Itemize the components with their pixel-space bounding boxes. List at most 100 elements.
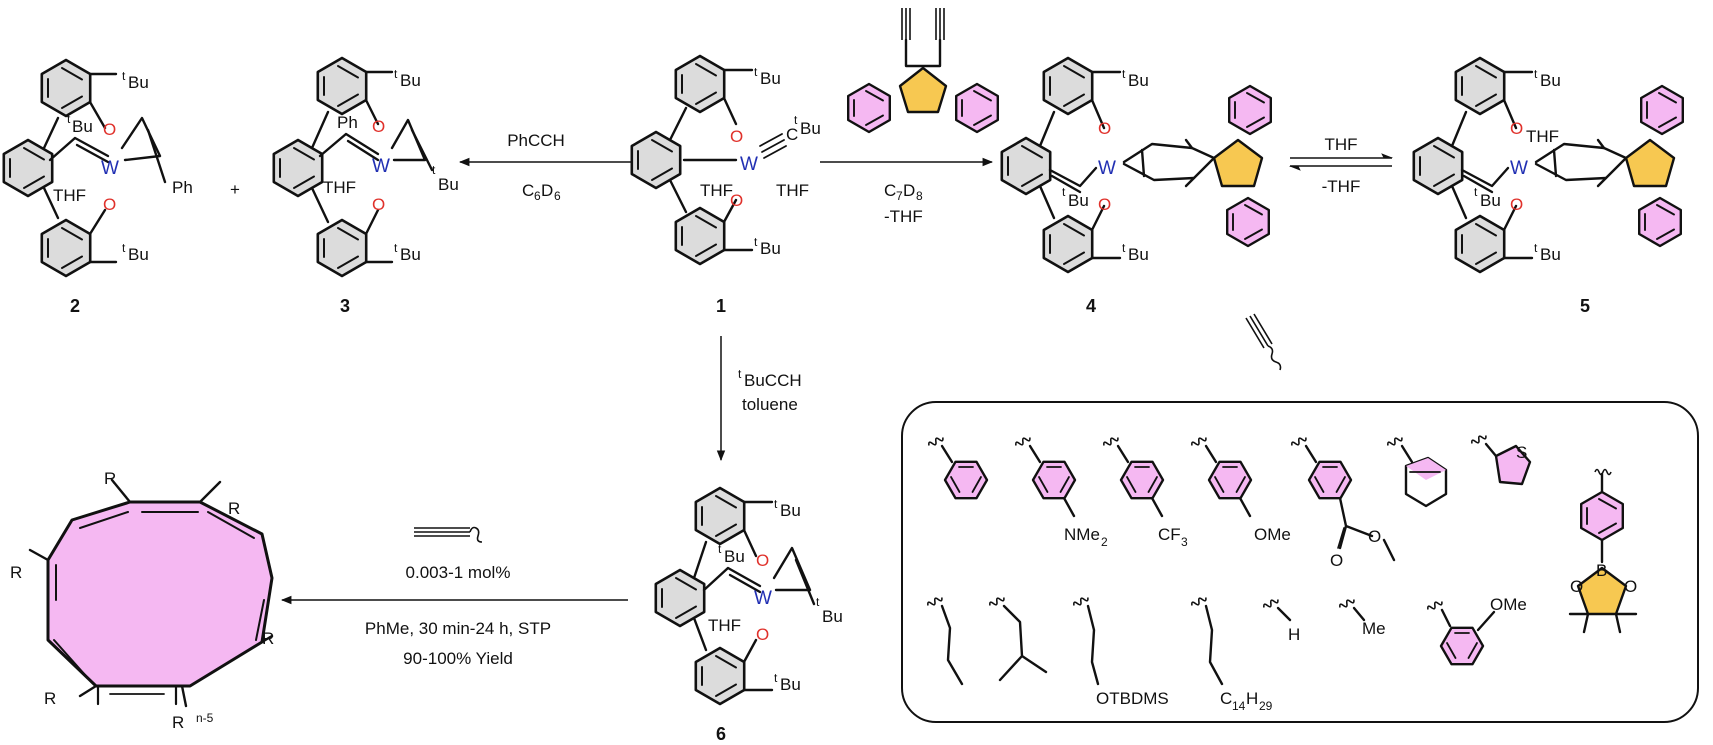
oxygen-atom: O bbox=[372, 117, 385, 136]
phenyl-label: Ph bbox=[337, 113, 358, 132]
substrate-thienyl: S bbox=[1469, 432, 1532, 486]
tbu-label: Bu bbox=[72, 117, 93, 136]
repeat-unit-index: n-5 bbox=[196, 711, 214, 725]
tungsten-atom: W bbox=[754, 588, 772, 609]
r-group: R bbox=[10, 563, 22, 582]
carbon-atom: C bbox=[786, 125, 798, 144]
tbu-label: Bu bbox=[400, 245, 421, 264]
equilibrium-forward: THF bbox=[1324, 135, 1357, 154]
compound-4: O O W t Bu t Bu t Bu 4 bbox=[1000, 56, 1273, 316]
tungsten-atom: W bbox=[372, 156, 390, 177]
c14-sub: 14 bbox=[1232, 699, 1246, 713]
tbu-label: Bu bbox=[438, 175, 459, 194]
oxygen-label: O bbox=[1330, 551, 1343, 570]
tbu-t: t bbox=[1474, 185, 1478, 199]
tungsten-atom: W bbox=[1098, 158, 1116, 179]
oxygen-atom: O bbox=[730, 191, 743, 210]
tbu-label: Bu bbox=[128, 245, 149, 264]
thf-label: THF bbox=[700, 181, 733, 200]
phenyl-label: Ph bbox=[172, 178, 193, 197]
substrate-isobutyl bbox=[987, 594, 1048, 682]
tbu-t: t bbox=[1062, 185, 1066, 199]
tbu-t: t bbox=[774, 671, 778, 685]
substrate-dimethylaminophenyl: NMe 2 bbox=[1013, 434, 1108, 549]
tbu-label: Bu bbox=[128, 73, 149, 92]
substrate-boronate-phenyl: B O O bbox=[1568, 468, 1637, 634]
tbu-t: t bbox=[122, 69, 126, 83]
substrate-long-alkyl: C 14 H 29 bbox=[1189, 594, 1273, 713]
arrow-1-to-6: t BuCCH toluene bbox=[716, 336, 802, 462]
substrate-phenyl bbox=[926, 434, 989, 500]
nme2-label: NMe bbox=[1064, 525, 1100, 544]
tbu-label: Bu bbox=[1128, 245, 1149, 264]
oxygen-atom: O bbox=[1098, 195, 1111, 214]
equilibrium-reverse: -THF bbox=[1322, 177, 1361, 196]
arrow-6-to-polymer: 0.003-1 mol% PhMe, 30 min-24 h, STP 90-1… bbox=[280, 526, 628, 668]
tbu-label: Bu bbox=[780, 501, 801, 520]
c14-h: H bbox=[1246, 689, 1258, 708]
r-group: R bbox=[104, 469, 116, 488]
tbu-t: t bbox=[754, 235, 758, 249]
substrate-methyl: Me bbox=[1337, 596, 1386, 638]
equilibrium-4-5: THF -THF bbox=[1288, 135, 1394, 196]
substrate-trifluoromethylphenyl: CF 3 bbox=[1101, 434, 1188, 549]
terminal-alkyne-icon bbox=[1245, 313, 1282, 371]
oxygen-atom: O bbox=[103, 195, 116, 214]
tbu-t: t bbox=[122, 241, 126, 255]
tbu-t: t bbox=[774, 497, 778, 511]
plus-sign: + bbox=[230, 180, 240, 199]
methyl-label: Me bbox=[1362, 619, 1386, 638]
tbu-label: Bu bbox=[822, 607, 843, 626]
sulfur-atom: S bbox=[1516, 443, 1527, 462]
thf-label: THF bbox=[1526, 127, 1559, 146]
tbu-label: Bu bbox=[1480, 191, 1501, 210]
tbu-t: t bbox=[816, 595, 820, 609]
compound-label-2: 2 bbox=[70, 296, 80, 316]
solvent-toluene: toluene bbox=[742, 395, 798, 414]
compound-label-4: 4 bbox=[1086, 296, 1096, 316]
solvent-d: D bbox=[903, 181, 915, 200]
solvent-sub: 8 bbox=[916, 189, 923, 203]
tbu-t: t bbox=[1122, 241, 1126, 255]
tbu-t: t bbox=[432, 163, 436, 177]
cf3-label: CF bbox=[1158, 525, 1181, 544]
ome-label: OMe bbox=[1254, 525, 1291, 544]
diyne-fluorene-reagent bbox=[847, 8, 999, 134]
thf-label: THF bbox=[323, 178, 356, 197]
substrate-otbdms: OTBDMS bbox=[1071, 594, 1169, 708]
tbu-t: t bbox=[718, 542, 722, 556]
tbu-t: t bbox=[1122, 67, 1126, 81]
solvent-sub: 7 bbox=[896, 189, 903, 203]
oxygen-atom: O bbox=[730, 127, 743, 146]
cf3-sub: 3 bbox=[1181, 535, 1188, 549]
tbu-t: t bbox=[754, 65, 758, 79]
tbu-label: Bu bbox=[780, 675, 801, 694]
tungsten-atom: W bbox=[740, 154, 758, 175]
solvent-c: C bbox=[522, 181, 534, 200]
tbu-label: Bu bbox=[760, 69, 781, 88]
solvent-sub: 6 bbox=[554, 189, 561, 203]
oxygen-atom: O bbox=[1510, 119, 1523, 138]
boron-atom: B bbox=[1596, 561, 1607, 580]
r-group: R bbox=[172, 713, 184, 732]
tbu-t: t bbox=[1534, 241, 1538, 255]
tungsten-atom: W bbox=[1510, 158, 1528, 179]
compound-label-6: 6 bbox=[716, 724, 726, 744]
oxygen-atom: O bbox=[1098, 119, 1111, 138]
catalyst-loading: 0.003-1 mol% bbox=[406, 563, 511, 582]
thf-label: THF bbox=[776, 181, 809, 200]
oxygen-label: O bbox=[1368, 527, 1381, 546]
compound-label-3: 3 bbox=[340, 296, 350, 316]
reagent-t: t bbox=[738, 367, 742, 381]
substrate-ester-phenyl: O O bbox=[1289, 434, 1396, 570]
cyclic-polymer: R R R R R R n-5 bbox=[10, 469, 274, 732]
tbu-t: t bbox=[394, 241, 398, 255]
oxygen-atom: O bbox=[372, 195, 385, 214]
thf-label: THF bbox=[53, 186, 86, 205]
c14-sub: 29 bbox=[1259, 699, 1273, 713]
r-group: R bbox=[44, 689, 56, 708]
oxygen-label: O bbox=[1624, 577, 1637, 596]
tbu-t: t bbox=[394, 67, 398, 81]
c14-label: C bbox=[1220, 689, 1232, 708]
ome-label: OMe bbox=[1490, 595, 1527, 614]
